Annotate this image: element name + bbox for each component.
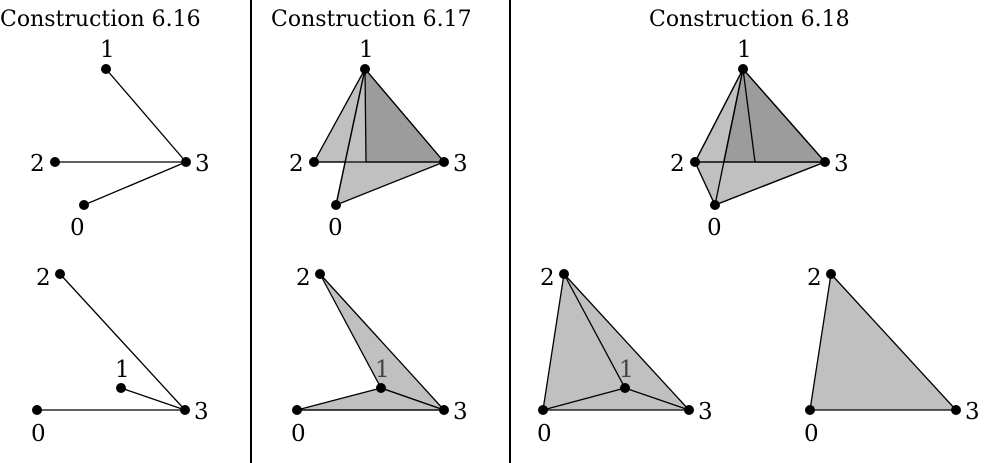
vertex-3 [181, 157, 191, 167]
c618-top-tetrahedron: 1 2 3 0 [670, 37, 849, 241]
label-3: 3 [194, 399, 209, 425]
vertex-1 [738, 64, 748, 74]
face-2-0-3 [694, 161, 826, 206]
vertex-2 [315, 269, 325, 279]
title-construction-6-18: Construction 6.18 [649, 7, 850, 32]
label-0: 0 [537, 421, 552, 447]
label-2: 2 [289, 151, 304, 177]
vertex-2 [55, 269, 65, 279]
label-0: 0 [70, 215, 85, 241]
vertex-1 [620, 383, 630, 393]
vertex-1 [101, 64, 111, 74]
vertex-2 [690, 157, 700, 167]
triangle-0-2-3 [809, 273, 957, 411]
edge-1-0 [335, 68, 366, 206]
label-0: 0 [328, 215, 343, 241]
vertex-2 [50, 157, 60, 167]
vertex-0 [292, 405, 302, 415]
vertex-2 [826, 269, 836, 279]
vertex-2 [559, 269, 569, 279]
label-1: 1 [359, 37, 374, 63]
edge-0-1 [542, 387, 626, 411]
label-0: 0 [31, 421, 46, 447]
vertex-1 [376, 383, 386, 393]
vertex-0 [805, 405, 815, 415]
edge-1-0 [714, 68, 744, 206]
vertex-3 [439, 157, 449, 167]
label-3: 3 [698, 399, 713, 425]
c617-top-tetrahedron: 1 2 3 0 [289, 37, 468, 241]
c616-top-graph: 1 2 3 0 [30, 37, 210, 241]
edge-1-3 [742, 68, 826, 163]
vertex-1 [116, 383, 126, 393]
label-1: 1 [115, 357, 130, 383]
title-construction-6-17: Construction 6.17 [271, 7, 472, 32]
label-1: 1 [737, 37, 752, 63]
vertex-3 [439, 405, 449, 415]
c618-bottom-subdivided-triangle: 2 1 0 3 [537, 265, 713, 447]
edge-2-3 [59, 273, 186, 411]
vertex-0 [79, 200, 89, 210]
vertex-0 [331, 200, 341, 210]
face-shadow [364, 68, 445, 163]
vertex-3 [180, 405, 190, 415]
label-0: 0 [804, 421, 819, 447]
title-construction-6-16: Construction 6.16 [0, 7, 201, 32]
vertex-2 [309, 157, 319, 167]
label-1: 1 [375, 357, 390, 383]
vertex-0 [710, 200, 720, 210]
vertex-3 [684, 405, 694, 415]
triangle-0-2-3 [542, 273, 690, 411]
edge-1-2 [694, 68, 744, 163]
label-1: 1 [619, 357, 634, 383]
label-3: 3 [965, 399, 980, 425]
vertex-0 [32, 405, 42, 415]
label-2: 2 [670, 151, 685, 177]
label-2: 2 [36, 265, 51, 291]
label-3: 3 [195, 151, 210, 177]
c617-bottom-complex: 2 1 0 3 [291, 265, 468, 447]
label-2: 2 [30, 151, 45, 177]
vertex-3 [820, 157, 830, 167]
vertex-0 [538, 405, 548, 415]
label-0: 0 [707, 215, 722, 241]
label-3: 3 [834, 151, 849, 177]
edge-3-1 [624, 387, 690, 411]
label-2: 2 [296, 265, 311, 291]
vertex-3 [951, 405, 961, 415]
label-0: 0 [291, 421, 306, 447]
label-3: 3 [453, 151, 468, 177]
label-2: 2 [807, 265, 822, 291]
label-3: 3 [453, 399, 468, 425]
c616-bottom-graph: 2 1 0 3 [31, 265, 209, 447]
edge-1-3 [105, 68, 187, 163]
c618-bottom-triangle: 2 0 3 [804, 265, 980, 447]
edge-0-3 [83, 161, 187, 206]
label-1: 1 [100, 37, 115, 63]
label-2: 2 [540, 265, 555, 291]
vertex-1 [360, 64, 370, 74]
edge-2-1 [563, 273, 626, 389]
edge-1-3 [120, 387, 186, 411]
